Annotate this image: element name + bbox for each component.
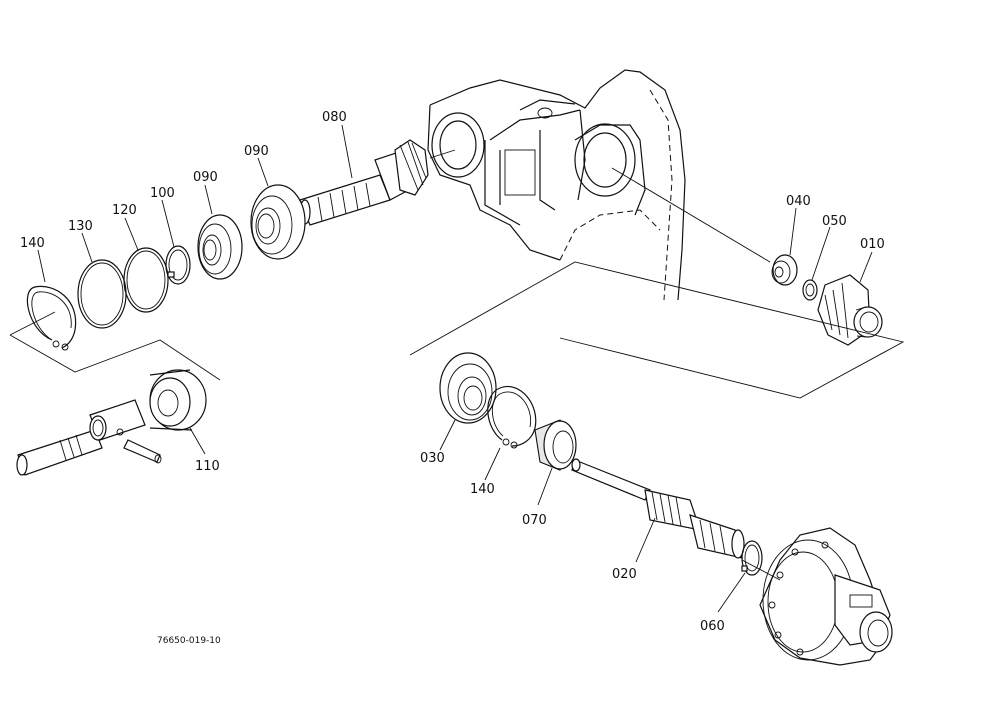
- figure-code: 76650-019-10: [157, 636, 221, 646]
- part-080-pinion-shaft: [299, 139, 429, 226]
- transmission-case: [427, 69, 686, 301]
- part-090-bearing-large: [250, 184, 306, 260]
- part-090-bearing-small: [197, 214, 243, 280]
- part-labels: 080 090 090 100 120 130 140 110 040 050 …: [20, 110, 885, 634]
- label-080: 080: [322, 110, 347, 125]
- leader-lines: [37, 124, 873, 613]
- label-050: 050: [822, 214, 847, 229]
- part-060-circlip: [741, 540, 763, 576]
- label-110: 110: [195, 459, 220, 474]
- label-120: 120: [112, 203, 137, 218]
- part-110-seal-ring: [149, 369, 207, 431]
- part-130-shim: [77, 259, 127, 329]
- part-070-collar: [534, 419, 577, 471]
- part-050-washer: [802, 279, 818, 301]
- label-140-right: 140: [470, 482, 495, 497]
- label-060: 060: [700, 619, 725, 634]
- alignment-lines: [429, 149, 781, 581]
- label-090-lower: 090: [193, 170, 218, 185]
- part-140-circlip-left: [26, 285, 77, 351]
- reference-box-left: [9, 311, 221, 381]
- label-140-left: 140: [20, 236, 45, 251]
- label-030: 030: [420, 451, 445, 466]
- part-010-differential-gear: [817, 274, 883, 346]
- reference-box-center: [409, 261, 905, 399]
- part-140-circlip-right: [487, 385, 537, 449]
- label-040: 040: [786, 194, 811, 209]
- label-010: 010: [860, 237, 885, 252]
- label-090-upper: 090: [244, 144, 269, 159]
- part-100-snap-ring: [165, 245, 191, 285]
- part-020-axle-shaft: [571, 458, 745, 559]
- part-120-shim: [123, 247, 169, 313]
- part-040-bearing: [771, 254, 798, 286]
- label-070: 070: [522, 513, 547, 528]
- label-020: 020: [612, 567, 637, 582]
- differential-case: [759, 527, 893, 666]
- label-100: 100: [150, 186, 175, 201]
- part-030-bearing: [439, 352, 497, 424]
- inset-shaft-assembly: [16, 399, 162, 476]
- label-130: 130: [68, 219, 93, 234]
